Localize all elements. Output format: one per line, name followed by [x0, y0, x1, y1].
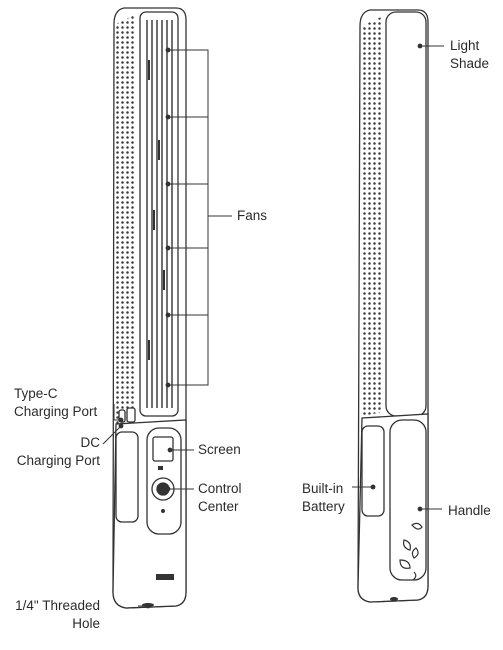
label-fans: Fans	[237, 208, 268, 223]
left-handle-recess	[115, 431, 139, 523]
label-built-in-battery: Built-in Battery	[302, 481, 345, 514]
label-threaded-hole: 1/4" Threaded Hole	[15, 598, 100, 631]
left-device	[112, 7, 187, 609]
left-vent-dots	[116, 14, 136, 424]
label-type-c-charging-port: Type-C Charging Port	[14, 386, 98, 419]
light-shade-panel	[385, 11, 427, 417]
fan-grill	[146, 20, 173, 408]
screen-display	[152, 436, 174, 462]
brand-logo	[156, 574, 174, 580]
label-control-center: Control Center	[198, 481, 242, 514]
right-vent-dots	[362, 16, 383, 416]
label-handle: Handle	[448, 503, 491, 518]
control-knob-dot	[161, 509, 165, 513]
fan-grill-dashes	[148, 60, 165, 360]
handle-sticker	[399, 522, 423, 581]
handle-panel	[389, 419, 427, 581]
label-screen: Screen	[198, 442, 241, 457]
label-light-shade: Light Shade	[450, 38, 490, 71]
dc-port	[126, 407, 136, 423]
label-dc-charging-port: DC Charging Port	[16, 435, 100, 468]
callout-dots	[118, 43, 423, 609]
right-device	[357, 9, 429, 603]
screen-button	[158, 466, 163, 470]
callout-lines	[102, 45, 444, 607]
right-bottom-hole	[390, 597, 398, 601]
battery-recess	[361, 425, 385, 517]
